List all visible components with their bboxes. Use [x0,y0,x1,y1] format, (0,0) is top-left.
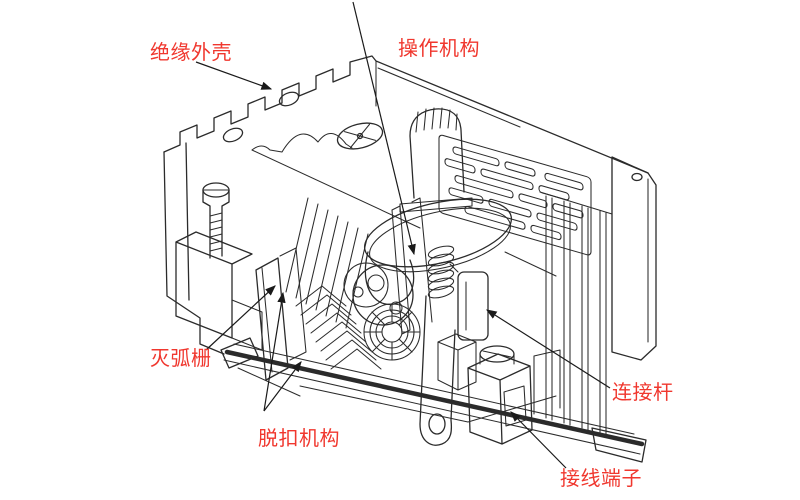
leader-insulating-housing [195,61,273,90]
leader-trip-mechanism [263,361,302,412]
cover-screw [336,122,384,150]
leader-operating-mechanism [352,1,416,256]
label-arc-extinguishing-grid: 灭弧栅 [150,348,212,370]
vent-slots [438,134,592,256]
left-mounting-screw [202,182,230,259]
label-insulating-housing: 绝缘外壳 [150,42,232,64]
label-operating-mechanism: 操作机构 [398,38,480,60]
leader-connecting-rod [485,309,611,389]
leader-trip-mechanism [263,291,286,412]
label-terminal: 接线端子 [560,468,642,490]
operating-mechanism-parts [343,198,513,446]
leader-terminal [510,411,567,469]
cooling-fins [539,191,613,436]
label-connecting-rod: 连接杆 [612,382,674,404]
leader-arc-extinguishing-grid [205,285,276,351]
label-trip-mechanism: 脱扣机构 [258,428,340,450]
arc-chute [255,197,433,381]
toggle-handle [399,107,473,213]
housing-outline [163,55,657,361]
